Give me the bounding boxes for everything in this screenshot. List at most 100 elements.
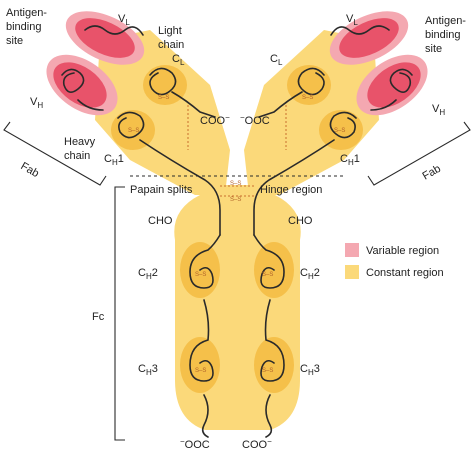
fc-stem-shape bbox=[174, 185, 301, 430]
ch3-left-main: C bbox=[138, 363, 146, 375]
ss-marker-ch3-right: S–S bbox=[262, 368, 273, 374]
cl-left-sub: L bbox=[180, 58, 185, 67]
legend: Variable region Constant region bbox=[345, 243, 444, 279]
ch2-right-label: CH2 bbox=[300, 267, 320, 281]
vh-left-main: V bbox=[30, 96, 38, 108]
vl-right-core bbox=[339, 18, 399, 58]
ss-marker-hinge-2: S–S bbox=[230, 197, 241, 203]
vl-left-core bbox=[75, 18, 135, 58]
light-chain-left bbox=[84, 25, 216, 118]
coo-bottom-text: COO bbox=[242, 439, 268, 451]
coo-left-text: COO bbox=[200, 115, 226, 127]
legend-variable-swatch bbox=[345, 243, 359, 257]
fc-label: Fc bbox=[92, 311, 105, 323]
ooc-bottom-charge: − bbox=[180, 437, 185, 446]
ss-marker-ch1-left: S–S bbox=[128, 128, 139, 134]
ch3-left-suffix: 3 bbox=[152, 363, 158, 375]
cl-right-label: CL bbox=[270, 53, 283, 67]
vl-right-label: VL bbox=[346, 13, 358, 27]
light-chain-line2: chain bbox=[158, 39, 184, 51]
ss-marker-cl-right: S–S bbox=[302, 95, 313, 101]
antigen-right-line2: binding bbox=[425, 29, 460, 41]
ch2-left-sub: H bbox=[146, 272, 152, 281]
antigen-left-line3: site bbox=[6, 35, 23, 47]
ss-marker-ch2-right: S–S bbox=[262, 272, 273, 278]
cl-left-label: CL bbox=[172, 53, 185, 67]
vl-left-label: VL bbox=[118, 13, 130, 27]
ch3-left-label: CH3 bbox=[138, 363, 158, 377]
fab-left-arm-shape bbox=[95, 30, 230, 195]
antigen-right-line3: site bbox=[425, 43, 442, 55]
ch2-right-sub: H bbox=[308, 272, 314, 281]
ch3-left-domain bbox=[180, 337, 220, 393]
legend-variable-label: Variable region bbox=[366, 245, 439, 257]
fab-left-label: Fab bbox=[19, 160, 41, 180]
vh-right-main: V bbox=[432, 103, 440, 115]
ch2-right-main: C bbox=[300, 267, 308, 279]
coo-bottom-right-label: COO− bbox=[242, 437, 272, 451]
cho-right-label: CHO bbox=[288, 215, 313, 227]
fc-chain-right bbox=[253, 234, 285, 438]
variable-regions bbox=[46, 11, 428, 116]
ch3-right-domain bbox=[254, 337, 294, 393]
cl-right-sub: L bbox=[278, 58, 283, 67]
fab-left-bracket bbox=[3, 121, 107, 186]
hinge-label: Hinge region bbox=[260, 184, 322, 196]
fc-chain-left bbox=[189, 234, 221, 438]
fab-right-arm-shape bbox=[244, 30, 379, 195]
ooc-right-text: OOC bbox=[245, 115, 270, 127]
ch3-right-main: C bbox=[300, 363, 308, 375]
ch1-left-main: C bbox=[104, 153, 112, 165]
vl-left-sub: L bbox=[125, 18, 130, 27]
vh-right-label: VH bbox=[432, 103, 445, 117]
ss-marker-ch1-right: S–S bbox=[334, 128, 345, 134]
fab-right-bracket bbox=[367, 121, 471, 186]
ss-marker-ch2-left: S–S bbox=[195, 272, 206, 278]
light-chain-line1: Light bbox=[158, 25, 182, 37]
ch1-right-suffix: 1 bbox=[354, 153, 360, 165]
vl-right-main: V bbox=[346, 13, 354, 25]
coo-left-label: COO− bbox=[200, 113, 230, 127]
chain-traces bbox=[61, 25, 413, 438]
heavy-chain-line2: chain bbox=[64, 150, 90, 162]
ch1-left-label: CH1 bbox=[104, 153, 124, 167]
ss-marker-cl-left: S–S bbox=[158, 95, 169, 101]
ch1-right-label: CH1 bbox=[340, 153, 360, 167]
ch1-right-main: C bbox=[340, 153, 348, 165]
ch3-right-label: CH3 bbox=[300, 363, 320, 377]
ss-marker-hinge-1: S–S bbox=[230, 181, 241, 187]
heavy-chain-right bbox=[253, 68, 413, 236]
cl-left-main: C bbox=[172, 53, 180, 65]
ch2-left-main: C bbox=[138, 267, 146, 279]
ch1-left-sub: H bbox=[112, 158, 118, 167]
cl-right-main: C bbox=[270, 53, 278, 65]
vh-left-label: VH bbox=[30, 96, 43, 110]
papain-label: Papain splits bbox=[130, 184, 193, 196]
cho-left-label: CHO bbox=[148, 215, 173, 227]
ss-marker-ch3-left: S–S bbox=[195, 368, 206, 374]
legend-constant-label: Constant region bbox=[366, 267, 444, 279]
ch3-right-suffix: 3 bbox=[314, 363, 320, 375]
ooc-right-charge: − bbox=[240, 113, 245, 122]
antigen-left-line1: Antigen- bbox=[6, 7, 47, 19]
ooc-bottom-left-label: −OOC bbox=[180, 437, 210, 451]
heavy-chain-left bbox=[61, 68, 221, 236]
vl-left-main: V bbox=[118, 13, 126, 25]
ch2-left-suffix: 2 bbox=[152, 267, 158, 279]
vh-right-sub: H bbox=[439, 108, 445, 117]
coo-left-charge: − bbox=[225, 113, 230, 122]
ch1-left-suffix: 1 bbox=[118, 153, 124, 165]
ch2-right-suffix: 2 bbox=[314, 267, 320, 279]
vh-left-sub: H bbox=[37, 101, 43, 110]
fab-right-label: Fab bbox=[421, 163, 443, 183]
ch3-left-sub: H bbox=[146, 368, 152, 377]
fc-bracket bbox=[114, 186, 125, 441]
ch1-right-sub: H bbox=[348, 158, 354, 167]
light-chain-right bbox=[258, 25, 390, 118]
antigen-left-line2: binding bbox=[6, 21, 41, 33]
ch3-right-sub: H bbox=[308, 368, 314, 377]
antigen-right-line1: Antigen- bbox=[425, 15, 466, 27]
heavy-chain-line1: Heavy bbox=[64, 136, 96, 148]
legend-constant-swatch bbox=[345, 265, 359, 279]
